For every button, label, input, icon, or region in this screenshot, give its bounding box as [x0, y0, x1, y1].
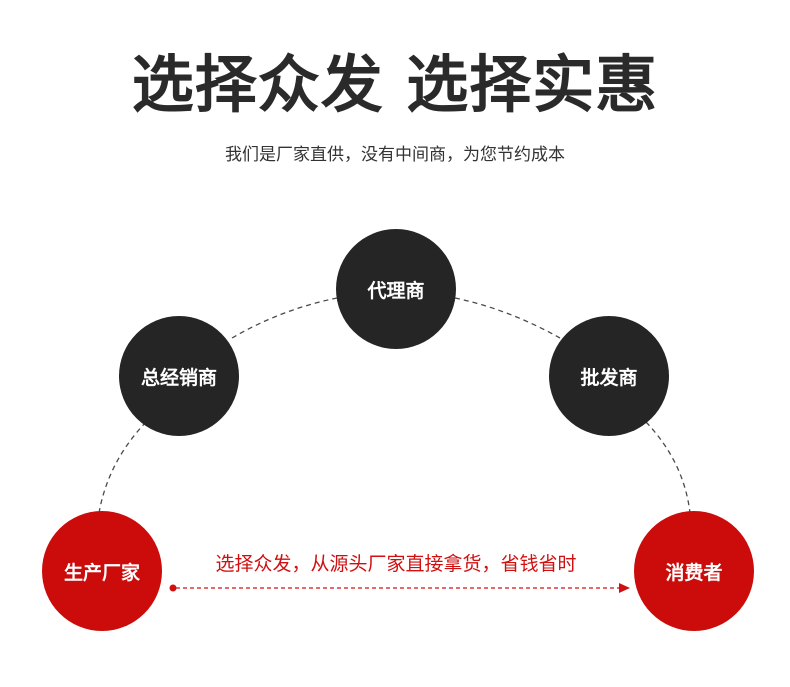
arc-agent-wholesaler	[454, 297, 561, 339]
node-consumer: 消费者	[634, 511, 754, 631]
node-distributor: 总经销商	[119, 316, 239, 436]
arc-distributor-agent	[231, 297, 338, 339]
arc-wholesaler-consumer	[645, 421, 691, 514]
page-title: 选择众发 选择实惠	[131, 48, 659, 121]
node-wholesaler: 批发商	[549, 316, 669, 436]
direct-path-label: 选择众发，从源头厂家直接拿货，省钱省时	[215, 553, 577, 575]
arc-manufacturer-distributor	[98, 421, 147, 514]
arrow-start-dot	[169, 584, 177, 592]
page-subtitle: 我们是厂家直供，没有中间商，为您节约成本	[225, 145, 565, 165]
node-agent: 代理商	[336, 229, 456, 349]
arrow-head	[619, 583, 630, 593]
node-manufacturer: 生产厂家	[42, 511, 162, 631]
